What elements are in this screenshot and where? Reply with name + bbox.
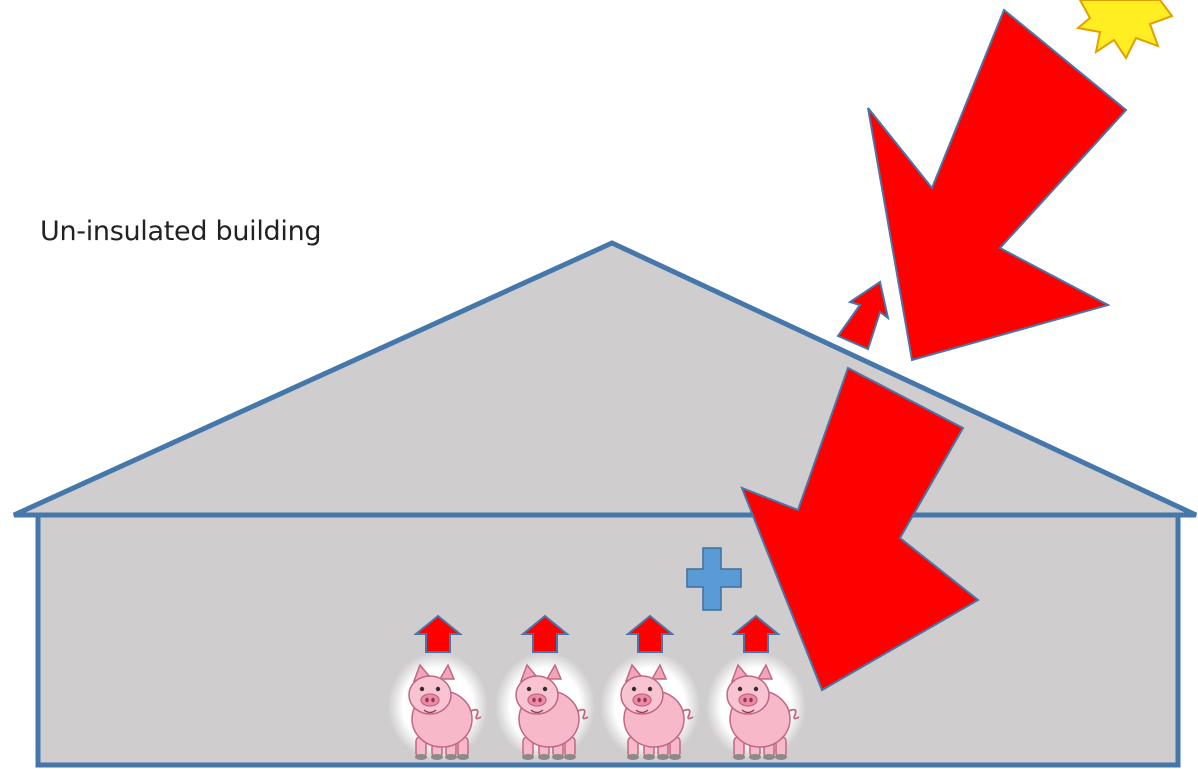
heat-arrow-into-building xyxy=(740,366,980,692)
pig-group-2 xyxy=(495,615,595,761)
plus-icon xyxy=(686,547,742,611)
small-heat-arrow xyxy=(836,280,890,351)
diagram-caption: Un-insulated building xyxy=(40,216,322,247)
pig-group-3 xyxy=(600,615,700,761)
pig-group-4 xyxy=(706,615,806,761)
large-heat-arrow xyxy=(867,8,1128,362)
sun-icon xyxy=(1075,0,1174,60)
pig-group-1 xyxy=(388,615,488,761)
